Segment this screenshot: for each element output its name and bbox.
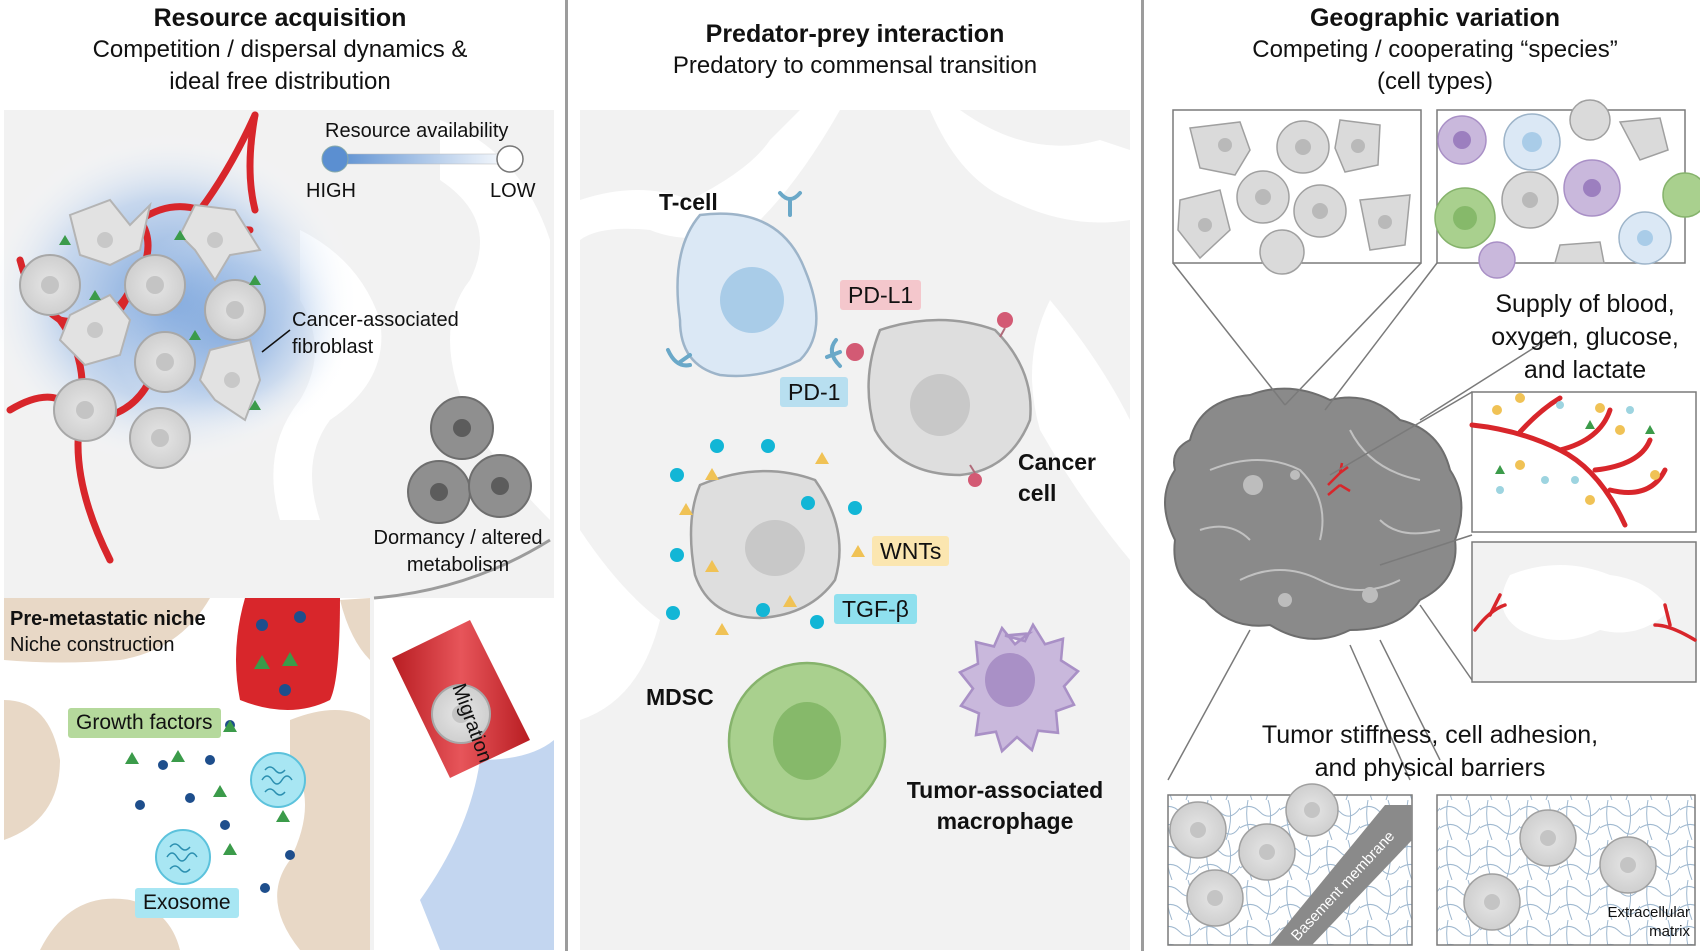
panel2-background	[580, 110, 1130, 950]
panel2-subtitle: Predatory to commensal transition	[672, 52, 1038, 79]
niche-title: Pre-metastatic niche	[10, 608, 206, 630]
dormancy-label-2: metabolism	[406, 554, 510, 576]
caf-label-2: fibroblast	[292, 336, 374, 358]
exosome-tag: Exosome	[135, 888, 239, 918]
ecm-label-2: matrix	[1649, 923, 1690, 940]
resource-availability-label: Resource availability	[325, 120, 509, 142]
basement-membrane-strip	[1270, 805, 1412, 945]
vessel-zoom-box	[1471, 391, 1697, 533]
cancer-cell-label-2: cell	[1018, 480, 1057, 506]
tgf-beta-tag: TGF-β	[834, 594, 917, 624]
gradient-low-marker	[496, 145, 524, 173]
gradient-high-label: HIGH	[306, 180, 356, 202]
tam-label-2: macrophage	[936, 808, 1074, 834]
panel3-title: Geographic variation	[1309, 4, 1561, 32]
panel-divider-left	[565, 0, 568, 951]
ecm-label-1: Extracellular	[1607, 904, 1690, 921]
mdsc-label: MDSC	[646, 684, 714, 710]
caf-label-1: Cancer-associated	[292, 309, 459, 331]
panel1-header: Resource acquisition Competition / dispe…	[20, 2, 540, 98]
pd-l1-tag: PD-L1	[840, 280, 922, 310]
niche-factors	[125, 720, 295, 893]
panel3-subtitle-2: (cell types)	[1376, 68, 1494, 95]
panel1-white-channels	[440, 120, 550, 520]
wnts-tag: WNTs	[872, 536, 950, 566]
cancer-cell-label-1: Cancer	[1018, 449, 1096, 475]
exosomes	[155, 752, 306, 885]
stiffness-label-2: and physical barriers	[1314, 754, 1546, 782]
niche-subtitle: Niche construction	[10, 634, 175, 656]
mdsc-factors-dots	[666, 439, 862, 629]
dormant-cells	[407, 396, 532, 524]
growth-factors-tag: Growth factors	[68, 708, 221, 738]
panel-divider-right	[1141, 0, 1144, 951]
supply-label-1: Supply of blood,	[1495, 290, 1675, 318]
gradient-low-label: LOW	[490, 180, 536, 202]
tam-label-1: Tumor-associated	[906, 777, 1104, 803]
pd-1-tag: PD-1	[780, 377, 849, 407]
panel3-subtitle-1: Competing / cooperating “species”	[1252, 36, 1618, 63]
t-cell-label: T-cell	[659, 189, 718, 215]
panel2-header: Predator-prey interaction Predatory to c…	[580, 18, 1130, 82]
stiffness-label-1: Tumor stiffness, cell adhesion,	[1261, 721, 1599, 749]
gradient-high-marker	[321, 145, 349, 173]
tumor-mass	[1164, 387, 1463, 640]
growth-factor-triangles	[59, 230, 261, 410]
supply-label-3: and lactate	[1523, 356, 1647, 384]
resource-gradient-bar	[334, 153, 514, 165]
mdsc-factors-triangles	[679, 452, 865, 635]
zoom-lines	[1167, 262, 1563, 781]
dormancy-label-1: Dormancy / altered	[373, 527, 543, 549]
panel3-header: Geographic variation Competing / coopera…	[1170, 2, 1700, 98]
panel1-subtitle-1: Competition / dispersal dynamics &	[92, 36, 468, 63]
supply-label-2: oxygen, glucose,	[1491, 323, 1679, 351]
panel2-title: Predator-prey interaction	[705, 20, 1005, 48]
panel1-title: Resource acquisition	[153, 4, 407, 32]
panel1-subtitle-2: ideal free distribution	[169, 68, 391, 95]
